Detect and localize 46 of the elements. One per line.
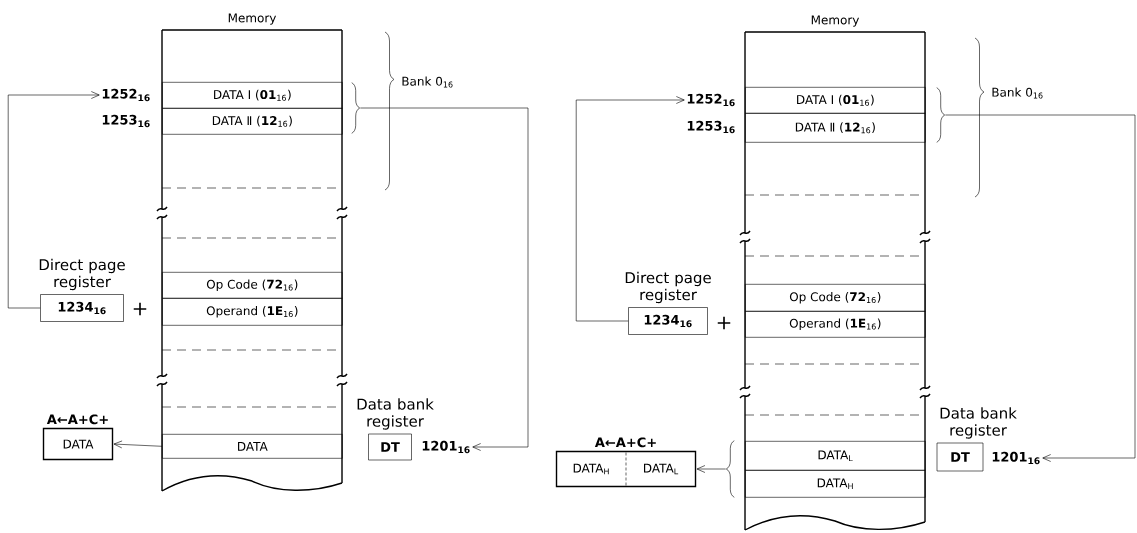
memory-cell: Op Code (72$_{16}$)	[162, 272, 343, 299]
node-label: DATA$_{L}$	[644, 463, 679, 475]
memory-cell: DATA Ⅱ (12$_{16}$)	[162, 108, 343, 135]
node-label: DATA$_{H}$	[573, 463, 609, 475]
memory-cell: Operand (1E$_{16}$)	[162, 298, 343, 326]
memory-cell: DATA$_{L}$	[745, 441, 926, 471]
brace	[936, 87, 945, 143]
arrow	[360, 107, 529, 451]
brace	[351, 82, 360, 134]
plus-sign: +	[717, 316, 731, 330]
register-heading: Data bank register	[357, 398, 434, 430]
arrow	[7, 91, 100, 309]
address-label: 1201$_{16}$	[422, 440, 470, 454]
bank-label: Bank 0$_{16}$	[992, 87, 1043, 99]
address-label: 1201$_{16}$	[992, 451, 1040, 465]
formula-label: A←A+C+	[594, 437, 656, 448]
arrow	[113, 440, 163, 449]
plus-sign: +	[133, 302, 147, 316]
arrow	[696, 465, 726, 473]
arrow	[575, 96, 685, 322]
memory-cell: Op Code (72$_{16}$)	[745, 284, 926, 312]
register-box: DT	[936, 442, 984, 472]
register-heading: Data bank register	[940, 407, 1017, 439]
register-box: 1234$_{16}$	[628, 307, 708, 335]
address-label: 1252$_{16}$	[102, 88, 150, 102]
memory-cell: DATA$_{H}$	[745, 470, 926, 498]
formula-label: A←A+C+	[46, 414, 108, 425]
memory-cell: DATA Ⅰ (01$_{16}$)	[162, 82, 343, 109]
register-heading: Direct page register	[39, 258, 125, 291]
register-box: 1234$_{16}$	[40, 294, 124, 322]
bank-label: Bank 0$_{16}$	[402, 76, 453, 88]
address-label: 1252$_{16}$	[687, 93, 735, 107]
address-label: 1253$_{16}$	[687, 120, 735, 134]
memory-cell: DATA Ⅰ (01$_{16}$)	[745, 87, 926, 114]
column-heading: Memory	[811, 15, 860, 27]
column-heading: Memory	[228, 13, 277, 25]
register-heading: Direct page register	[625, 271, 711, 304]
address-label: 1253$_{16}$	[102, 114, 150, 128]
memory-cell: DATA	[162, 434, 343, 459]
result-box: DATA$_{H}$ DATA$_{L}$	[555, 450, 697, 488]
result-box: DATA	[42, 427, 114, 461]
brace	[726, 440, 735, 498]
arrow	[945, 114, 1136, 462]
memory-cell: Operand (1E$_{16}$)	[745, 311, 926, 338]
memory-cell: DATA Ⅱ (12$_{16}$)	[745, 113, 926, 143]
register-box: DT	[368, 433, 412, 461]
